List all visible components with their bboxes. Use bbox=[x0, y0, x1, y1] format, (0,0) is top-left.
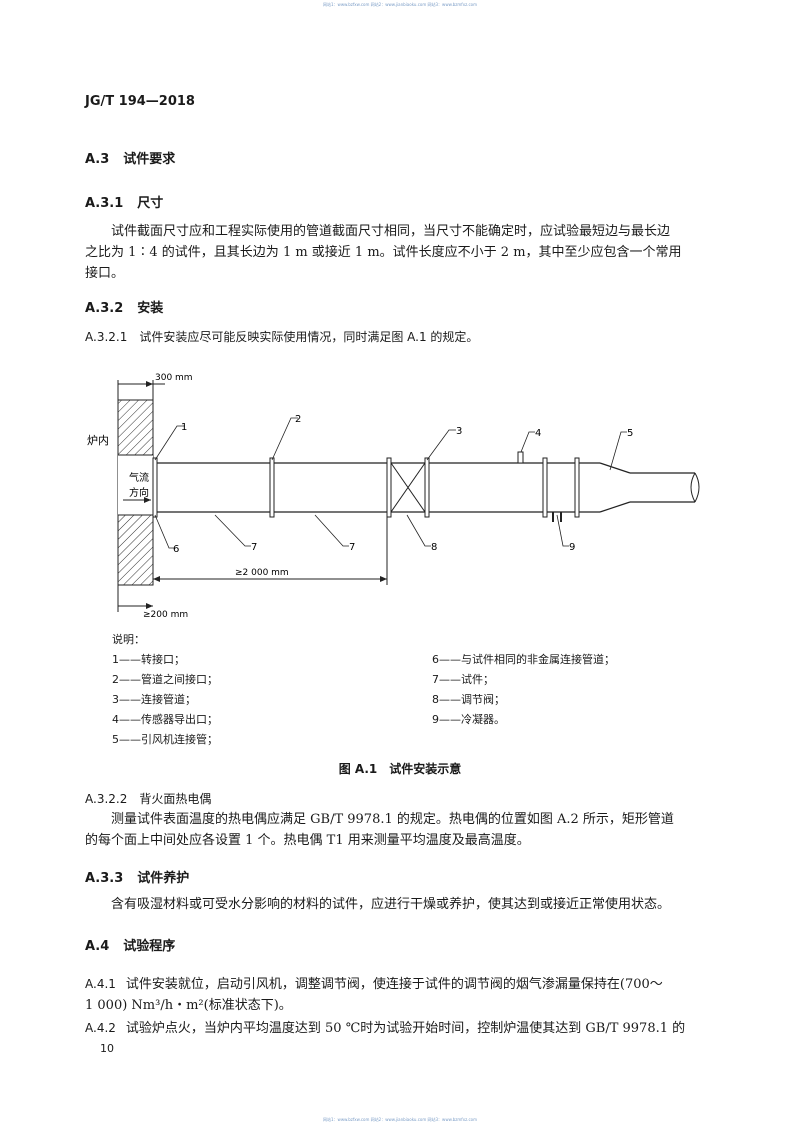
section-number: A.3.3 bbox=[85, 871, 124, 886]
clause-a321: A.3.2.1 试件安装应尽可能反映实际使用情况，同时满足图 A.1 的规定。 bbox=[85, 330, 479, 344]
callout-3: 3 bbox=[456, 426, 462, 437]
condenser-flange-left bbox=[542, 457, 548, 518]
callout-1: 1 bbox=[181, 422, 187, 433]
callout-7-second: 7 bbox=[349, 542, 355, 553]
dim-wall-label: 300 mm bbox=[155, 373, 193, 383]
legend-item: 1——转接口； bbox=[112, 653, 185, 666]
paragraph-line: 试件安装就位，启动引风机，调整调节阀，使连接于试件的调节阀的烟气渗漏量保持在(7… bbox=[125, 977, 663, 992]
top-watermark: 网站1：www.bzfxw.com 网站2：www.jianbiaoku.com… bbox=[323, 2, 477, 7]
callout-6: 6 bbox=[173, 544, 179, 555]
figure-legend-left: 说明： 1——转接口； 2——管道之间接口； 3——连接管道； 4——传感器导出… bbox=[112, 630, 218, 750]
figure-a1: 300 mm 炉内 气流 方向 bbox=[85, 360, 725, 624]
damper-box bbox=[390, 462, 426, 513]
section-a32-heading: A.3.2 安装 bbox=[85, 297, 163, 316]
page-number: 10 bbox=[100, 1042, 114, 1055]
valve-flange-right bbox=[424, 457, 430, 518]
paragraph-line: 试验炉点火，当炉内平均温度达到 50 ℃时为试验开始时间，控制炉温使其达到 GB… bbox=[125, 1021, 686, 1036]
section-a322-paragraph: 测量试件表面温度的热电偶应满足 GB/T 9978.1 的规定。热电偶的位置如图… bbox=[85, 809, 720, 851]
section-a31-heading: A.3.1 尺寸 bbox=[85, 192, 163, 211]
legend-item: 3——连接管道； bbox=[112, 693, 196, 706]
flow-label-line1: 气流 bbox=[129, 471, 149, 484]
callout-5: 5 bbox=[627, 428, 633, 439]
clause-number: A.4.2 bbox=[85, 1021, 116, 1035]
paragraph-line: 之比为 1∶4 的试件，且其长边为 1 m 或接近 1 m。试件长度应不小于 2… bbox=[85, 245, 682, 260]
valve-flange-left bbox=[386, 457, 392, 518]
callout-8: 8 bbox=[431, 542, 437, 553]
callout-4: 4 bbox=[535, 428, 541, 439]
section-title: 安装 bbox=[137, 301, 164, 316]
callout-2: 2 bbox=[295, 414, 301, 425]
dim-length-label: ≥2 000 mm bbox=[235, 568, 289, 578]
section-number: A.4 bbox=[85, 939, 110, 954]
legend-item: 6——与试件相同的非金属连接管道； bbox=[432, 653, 615, 666]
section-a3-heading: A.3 试件要求 bbox=[85, 148, 175, 167]
section-a4-heading: A.4 试验程序 bbox=[85, 935, 175, 954]
adapter-flange bbox=[152, 457, 158, 518]
joint-flange bbox=[269, 457, 275, 518]
legend-item: 7——试件； bbox=[432, 673, 494, 686]
section-title: 试验程序 bbox=[123, 939, 176, 954]
section-number: A.3 bbox=[85, 152, 110, 167]
section-title: 试件养护 bbox=[137, 871, 190, 886]
paragraph-line: 的每个面上中间处应各设置 1 个。热电偶 T1 用来测量平均温度及最高温度。 bbox=[85, 833, 530, 848]
figure-caption: 图 A.1 试件安装示意 bbox=[338, 762, 462, 776]
flow-label-line2: 方向 bbox=[129, 486, 149, 499]
section-title: 尺寸 bbox=[137, 196, 164, 211]
section-number: A.3.2 bbox=[85, 301, 124, 316]
legend-item: 9——冷凝器。 bbox=[432, 713, 505, 726]
figure-legend-right: 6——与试件相同的非金属连接管道； 7——试件； 8——调节阀； 9——冷凝器。 bbox=[432, 650, 615, 730]
paragraph-line: 试件截面尺寸应和工程实际使用的管道截面尺寸相同，当尺寸不能确定时，应试验最短边与… bbox=[111, 224, 671, 239]
paragraph-line: 测量试件表面温度的热电偶应满足 GB/T 9978.1 的规定。热电偶的位置如图… bbox=[111, 812, 674, 827]
standard-number: JG/T 194—2018 bbox=[85, 94, 195, 109]
installation-diagram: 300 mm 炉内 气流 方向 bbox=[87, 373, 700, 620]
paragraph-line: 接口。 bbox=[85, 266, 125, 281]
legend-title: 说明： bbox=[112, 633, 145, 646]
bottom-watermark: 网站1：www.bzfxw.com 网站2：www.jianbiaoku.com… bbox=[323, 1117, 477, 1122]
section-number: A.3.1 bbox=[85, 196, 124, 211]
legend-item: 5——引风机连接管； bbox=[112, 733, 218, 746]
paragraph-line: 1 000) Nm³/h・m²(标准状态下)。 bbox=[85, 998, 292, 1013]
legend-item: 2——管道之间接口； bbox=[112, 673, 218, 686]
section-a33-paragraph: 含有吸湿材料或可受水分影响的材料的试件，应进行干燥或养护，使其达到或接近正常使用… bbox=[111, 897, 671, 912]
section-a33-heading: A.3.3 试件养护 bbox=[85, 867, 189, 886]
sensor-outlet bbox=[517, 451, 524, 464]
callout-9: 9 bbox=[569, 542, 575, 553]
clause-a41: A.4.1 试件安装就位，启动引风机，调整调节阀，使连接于试件的调节阀的烟气渗漏量… bbox=[85, 974, 720, 1016]
callout-7-first: 7 bbox=[251, 542, 257, 553]
dim-gap-label: ≥200 mm bbox=[143, 610, 188, 620]
furnace-label: 炉内 bbox=[87, 433, 109, 447]
condenser-flange-right bbox=[574, 457, 580, 518]
legend-item: 4——传感器导出口； bbox=[112, 713, 218, 726]
clause-a42: A.4.2 试验炉点火，当炉内平均温度达到 50 ℃时为试验开始时间，控制炉温使其… bbox=[85, 1018, 720, 1039]
section-title: 试件要求 bbox=[123, 152, 176, 167]
clause-number: A.4.1 bbox=[85, 977, 116, 991]
section-a31-paragraph: 试件截面尺寸应和工程实际使用的管道截面尺寸相同，当尺寸不能确定时，应试验最短边与… bbox=[85, 221, 720, 284]
legend-item: 8——调节阀； bbox=[432, 693, 505, 706]
section-a322-heading: A.3.2.2 背火面热电偶 bbox=[85, 792, 212, 806]
